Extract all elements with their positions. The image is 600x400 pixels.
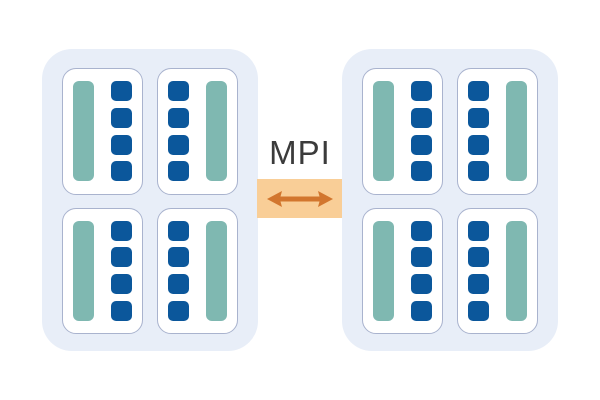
- cpu-socket: [457, 68, 538, 195]
- cpu-core: [111, 274, 132, 295]
- memory-bar: [73, 220, 94, 321]
- cpu-core: [168, 300, 189, 321]
- cpu-core: [411, 274, 432, 295]
- cpu-core: [168, 274, 189, 295]
- cpu-socket: [457, 207, 538, 334]
- cpu-core: [468, 161, 489, 182]
- cpu-socket: [62, 68, 143, 195]
- cpu-core: [411, 81, 432, 102]
- cpu-core: [111, 300, 132, 321]
- compute-node-left: [42, 49, 258, 351]
- memory-bar: [206, 81, 227, 182]
- memory-bar: [73, 81, 94, 182]
- mpi-label: MPI: [269, 134, 331, 171]
- memory-bar: [373, 220, 394, 321]
- cpu-core: [111, 161, 132, 182]
- cpu-core: [411, 247, 432, 268]
- memory-bar: [506, 81, 527, 182]
- cpu-core: [111, 81, 132, 102]
- cpu-core: [111, 247, 132, 268]
- cpu-core: [468, 107, 489, 128]
- core-stack: [168, 81, 189, 182]
- cpu-core: [468, 300, 489, 321]
- cpu-core: [468, 134, 489, 155]
- cpu-core: [168, 247, 189, 268]
- core-stack: [411, 220, 432, 321]
- core-stack: [411, 81, 432, 182]
- cpu-core: [468, 274, 489, 295]
- cpu-core: [468, 220, 489, 241]
- cpu-core: [168, 107, 189, 128]
- cpu-core: [411, 220, 432, 241]
- mpi-link-band: [257, 179, 343, 218]
- core-stack: [168, 220, 189, 321]
- cpu-socket: [157, 207, 238, 334]
- cpu-core: [111, 134, 132, 155]
- core-stack: [111, 81, 132, 182]
- core-stack: [468, 220, 489, 321]
- core-stack: [111, 220, 132, 321]
- cpu-core: [111, 220, 132, 241]
- bidirectional-arrow-icon: [267, 190, 333, 207]
- cpu-core: [111, 107, 132, 128]
- compute-node-right: [342, 49, 558, 351]
- cpu-core: [411, 300, 432, 321]
- cpu-socket: [62, 207, 143, 334]
- cpu-core: [168, 134, 189, 155]
- cpu-core: [411, 107, 432, 128]
- cpu-core: [168, 81, 189, 102]
- cpu-socket: [362, 68, 443, 195]
- cpu-core: [168, 161, 189, 182]
- memory-bar: [506, 220, 527, 321]
- core-stack: [468, 81, 489, 182]
- cpu-core: [468, 81, 489, 102]
- cpu-core: [468, 247, 489, 268]
- cpu-core: [168, 220, 189, 241]
- memory-bar: [206, 220, 227, 321]
- memory-bar: [373, 81, 394, 182]
- bidirectional-arrow-shape: [267, 190, 333, 207]
- cpu-core: [411, 134, 432, 155]
- cpu-core: [411, 161, 432, 182]
- cpu-socket: [362, 207, 443, 334]
- cpu-socket: [157, 68, 238, 195]
